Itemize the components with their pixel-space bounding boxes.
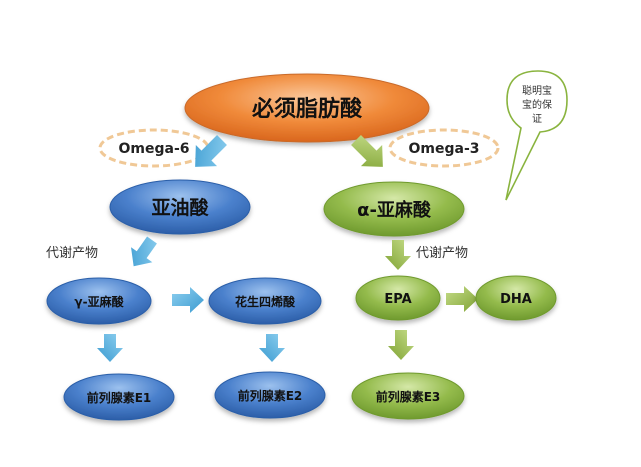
arrow-to-pg-e2 (259, 334, 285, 362)
arachidonic-acid-label: 花生四烯酸 (235, 294, 296, 309)
dha-node: DHA (475, 275, 557, 321)
callout-text-line-2: 宝的保 (522, 98, 552, 111)
callout-balloon: 聪明宝 宝的保 证 (505, 70, 568, 201)
alpha-linolenic-acid-node: α-亚麻酸 (323, 181, 465, 237)
essential-fatty-acids-node: 必须脂肪酸 (184, 73, 430, 143)
prostaglandin-e1-label: 前列腺素E1 (87, 390, 152, 405)
prostaglandin-e2-label: 前列腺素E2 (238, 388, 303, 403)
prostaglandin-e2-node: 前列腺素E2 (214, 371, 326, 419)
epa-label: EPA (384, 292, 411, 307)
callout-text-line-1: 聪明宝 (522, 84, 552, 97)
arrow-epa-to-dha (446, 286, 478, 312)
essential-fatty-acids-label: 必须脂肪酸 (252, 96, 363, 122)
arrow-to-epa (385, 240, 411, 270)
alpha-linolenic-acid-label: α-亚麻酸 (357, 199, 432, 221)
linoleic-acid-node: 亚油酸 (109, 179, 251, 235)
dha-label: DHA (500, 292, 532, 307)
callout-text-line-3: 证 (532, 113, 542, 125)
gamma-linolenic-acid-label: γ-亚麻酸 (74, 294, 124, 309)
arrow-to-pg-e3 (388, 330, 414, 360)
arachidonic-acid-node: 花生四烯酸 (208, 277, 322, 325)
omega3-node: Omega-3 (388, 128, 500, 168)
omega3-label: Omega-3 (408, 141, 479, 157)
prostaglandin-e3-label: 前列腺素E3 (376, 389, 441, 404)
omega6-node: Omega-6 (98, 128, 210, 168)
omega6-label: Omega-6 (118, 141, 189, 157)
arrow-gamma-to-arachidonic (172, 287, 204, 313)
linoleic-acid-label: 亚油酸 (151, 196, 209, 219)
epa-node: EPA (355, 275, 441, 321)
prostaglandin-e3-node: 前列腺素E3 (351, 372, 465, 420)
arrow-to-pg-e1 (97, 334, 123, 362)
metabolite-label-right: 代谢产物 (416, 245, 468, 261)
metabolite-label-left: 代谢产物 (46, 245, 98, 261)
gamma-linolenic-acid-node: γ-亚麻酸 (46, 277, 152, 325)
arrow-to-linoleic (195, 135, 227, 167)
arrow-to-alpha-linolenic (351, 135, 383, 167)
prostaglandin-e1-node: 前列腺素E1 (63, 373, 175, 421)
arrow-to-gamma-linolenic (131, 236, 157, 267)
